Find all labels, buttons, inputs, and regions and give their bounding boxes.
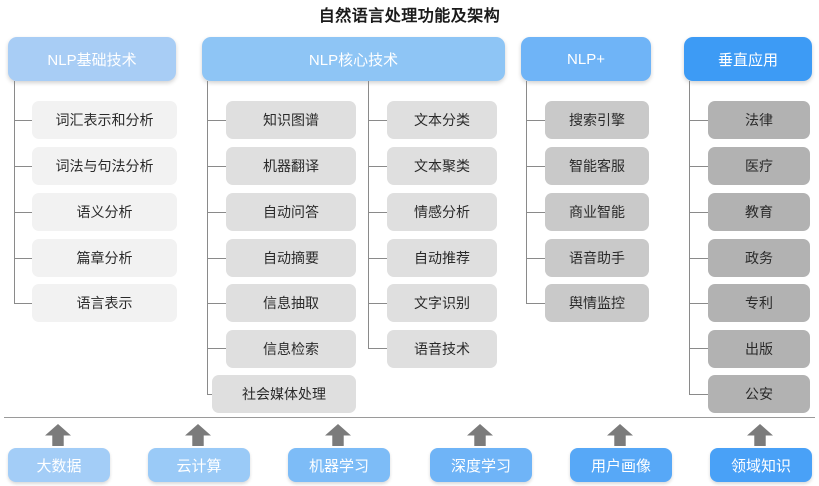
connector-stub: [526, 212, 545, 213]
connector-stub: [689, 258, 708, 259]
leaf-box[interactable]: 信息检索: [226, 330, 356, 368]
column-header-nlp-basic[interactable]: NLP基础技术: [8, 37, 176, 81]
leaf-box[interactable]: 知识图谱: [226, 101, 356, 139]
connector-stub: [14, 258, 32, 259]
connector-trunk-nlp-core-right: [368, 81, 369, 348]
connector-stub: [207, 303, 226, 304]
leaf-box[interactable]: 舆情监控: [545, 284, 649, 322]
connector-stub: [689, 212, 708, 213]
leaf-box[interactable]: 信息抽取: [226, 284, 356, 322]
arrow-up-icon: [325, 424, 351, 446]
connector-stub: [207, 348, 226, 349]
foundation-pill[interactable]: 领域知识: [710, 448, 812, 482]
leaf-box[interactable]: 专利: [708, 284, 810, 322]
leaf-box[interactable]: 文本聚类: [387, 147, 497, 185]
foundation-pill[interactable]: 深度学习: [430, 448, 532, 482]
leaf-box[interactable]: 教育: [708, 193, 810, 231]
leaf-box[interactable]: 商业智能: [545, 193, 649, 231]
leaf-box[interactable]: 自动推荐: [387, 239, 497, 277]
leaf-box[interactable]: 政务: [708, 239, 810, 277]
leaf-box[interactable]: 情感分析: [387, 193, 497, 231]
leaf-box[interactable]: 智能客服: [545, 147, 649, 185]
connector-stub: [368, 348, 387, 349]
leaf-box[interactable]: 词法与句法分析: [32, 147, 177, 185]
connector-stub: [368, 212, 387, 213]
arrow-up-icon: [607, 424, 633, 446]
column-header-vertical-app[interactable]: 垂直应用: [684, 37, 812, 81]
arrow-up-icon: [467, 424, 493, 446]
connector-stub: [207, 258, 226, 259]
column-header-nlp-core[interactable]: NLP核心技术: [202, 37, 505, 81]
foundation-pill[interactable]: 用户画像: [570, 448, 672, 482]
connector-stub: [526, 258, 545, 259]
connector-stub: [526, 120, 545, 121]
connector-trunk-nlp-plus: [526, 81, 527, 303]
foundation-pill[interactable]: 机器学习: [288, 448, 390, 482]
leaf-box[interactable]: 文本分类: [387, 101, 497, 139]
connector-stub: [207, 212, 226, 213]
connector-stub: [526, 303, 545, 304]
connector-stub: [368, 166, 387, 167]
leaf-box[interactable]: 搜索引擎: [545, 101, 649, 139]
leaf-box[interactable]: 篇章分析: [32, 239, 177, 277]
page-title: 自然语言处理功能及架构: [318, 8, 501, 25]
arrow-up-icon: [185, 424, 211, 446]
leaf-box[interactable]: 机器翻译: [226, 147, 356, 185]
connector-stub: [689, 120, 708, 121]
leaf-box[interactable]: 自动摘要: [226, 239, 356, 277]
connector-stub: [368, 258, 387, 259]
connector-stub: [14, 212, 32, 213]
connector-trunk-nlp-core-left: [207, 81, 208, 394]
foundation-pill[interactable]: 云计算: [148, 448, 250, 482]
leaf-box[interactable]: 语音技术: [387, 330, 497, 368]
connector-trunk-vertical-app: [689, 81, 690, 394]
leaf-box[interactable]: 医疗: [708, 147, 810, 185]
arrow-up-icon: [45, 424, 71, 446]
connector-stub: [207, 120, 226, 121]
leaf-box[interactable]: 出版: [708, 330, 810, 368]
arrow-up-icon: [747, 424, 773, 446]
leaf-box[interactable]: 文字识别: [387, 284, 497, 322]
leaf-box[interactable]: 语言表示: [32, 284, 177, 322]
leaf-box[interactable]: 语音助手: [545, 239, 649, 277]
leaf-box[interactable]: 语义分析: [32, 193, 177, 231]
connector-stub: [689, 166, 708, 167]
connector-stub: [368, 120, 387, 121]
connector-stub: [14, 303, 32, 304]
connector-stub: [368, 303, 387, 304]
foundation-pill[interactable]: 大数据: [8, 448, 110, 482]
leaf-box[interactable]: 法律: [708, 101, 810, 139]
connector-stub: [526, 166, 545, 167]
connector-stub: [689, 303, 708, 304]
connector-trunk-nlp-basic: [14, 81, 15, 303]
connector-stub: [14, 120, 32, 121]
foundation-divider: [4, 417, 815, 418]
connector-stub: [689, 348, 708, 349]
leaf-box[interactable]: 公安: [708, 375, 810, 413]
leaf-box[interactable]: 社会媒体处理: [212, 375, 356, 413]
leaf-box[interactable]: 词汇表示和分析: [32, 101, 177, 139]
connector-stub: [14, 166, 32, 167]
connector-stub: [689, 394, 708, 395]
connector-stub: [207, 166, 226, 167]
leaf-box[interactable]: 自动问答: [226, 193, 356, 231]
column-header-nlp-plus[interactable]: NLP+: [521, 37, 651, 81]
